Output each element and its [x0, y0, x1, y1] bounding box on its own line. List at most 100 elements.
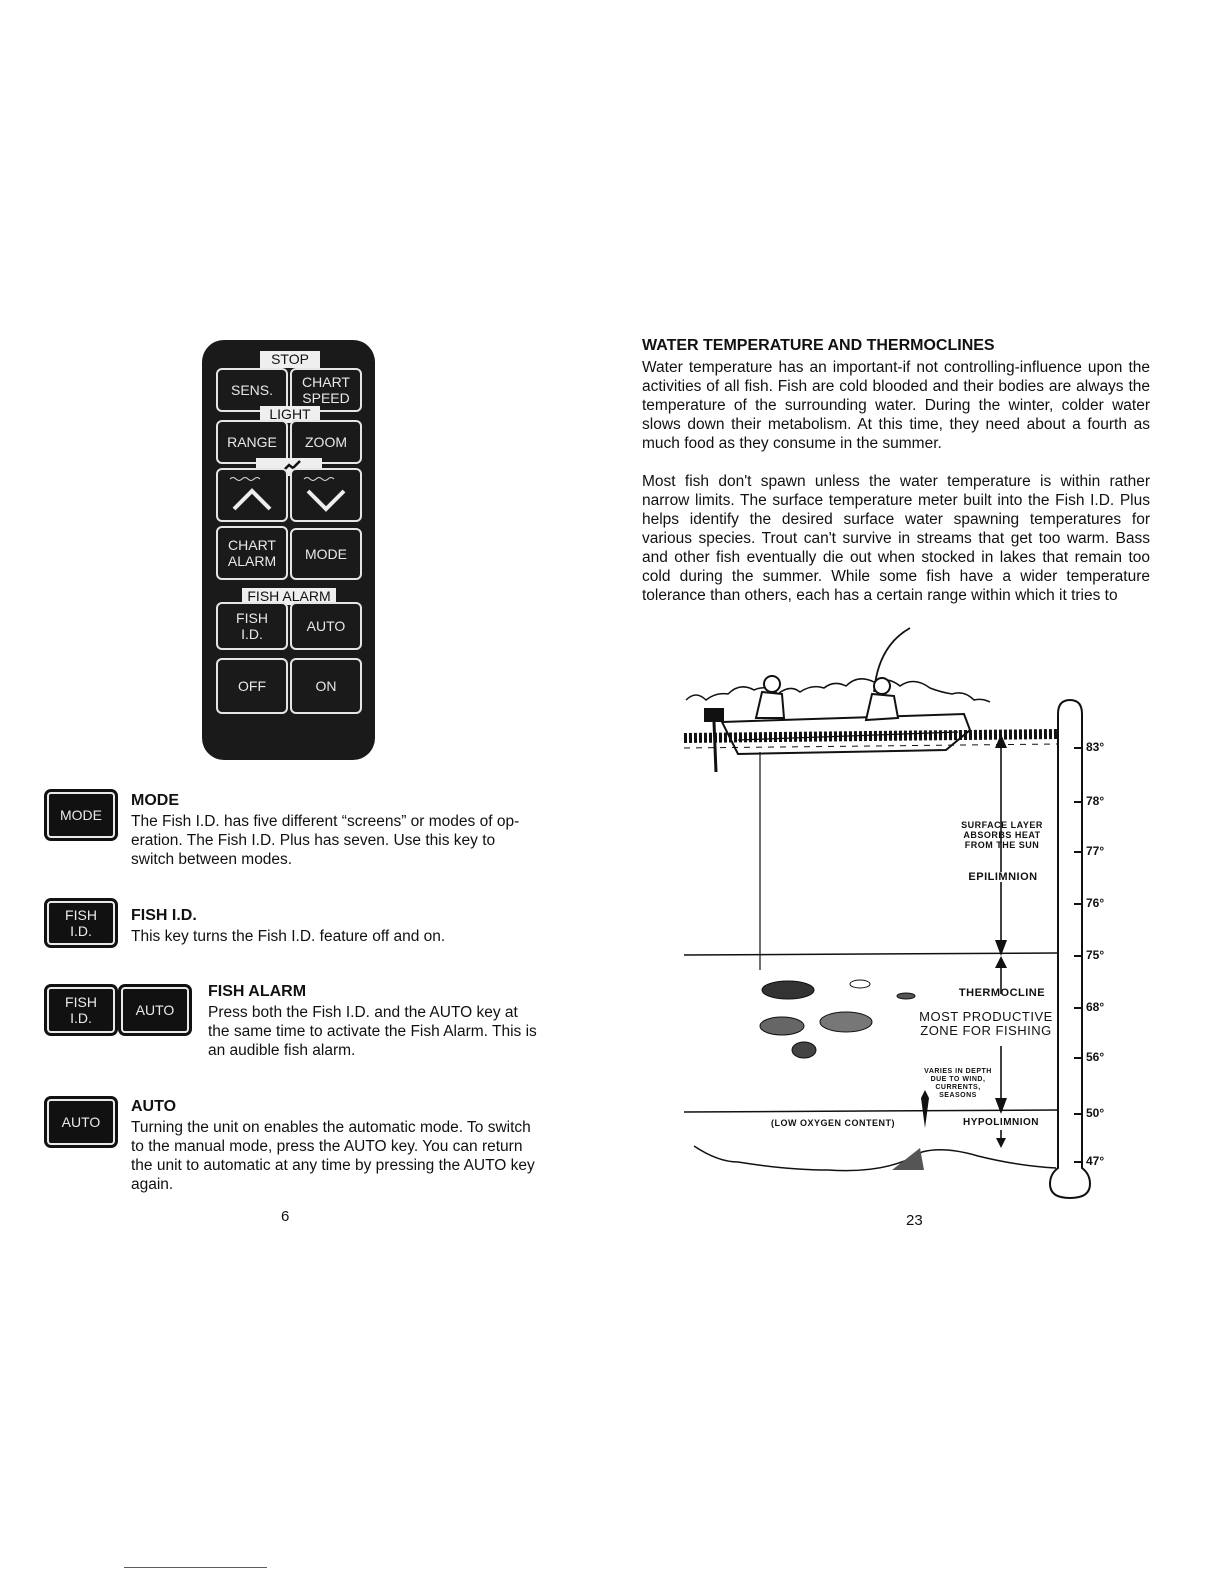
temperature-tick [1074, 747, 1082, 749]
on-key-label: ON [315, 678, 337, 694]
fish-alarm-body-line-3: an audible fish alarm. [208, 1042, 356, 1059]
light-label: LIGHT [260, 406, 320, 423]
mode-key-icon-label: MODE [60, 807, 102, 823]
fish-alarm-section-title: FISH ALARM [208, 983, 307, 1000]
auto-key-label: AUTO [306, 618, 346, 634]
zoom-key: ZOOM [290, 420, 362, 464]
epilimnion-label: EPILIMNION [958, 872, 1048, 883]
temperature-tick [1074, 851, 1082, 853]
temperature-tick [1074, 1057, 1082, 1059]
up-arrow-icon [229, 477, 272, 511]
mode-body-line-2: eration. The Fish I.D. Plus has seven. U… [131, 832, 496, 849]
temperature-label: 78° [1086, 794, 1105, 808]
right-section-title: WATER TEMPERATURE AND THERMOCLINES [642, 337, 995, 354]
auto-section-title: AUTO [131, 1098, 177, 1115]
range-key: RANGE [216, 420, 288, 464]
stop-label: STOP [260, 351, 320, 368]
temperature-label: 56° [1086, 1050, 1105, 1064]
varies-label: VARIES IN DEPTH DUE TO WIND, CURRENTS, S… [910, 1068, 1006, 1100]
fish-id-body-line-1: This key turns the Fish I.D. feature off… [131, 928, 446, 945]
productive-zone-line-1: MOST PRODUCTIVE [919, 1009, 1053, 1024]
fish-id-line-2: I.D. [241, 626, 263, 642]
mode-section-body: The Fish I.D. has five different “screen… [131, 812, 561, 869]
thermocline-label: THERMOCLINE [958, 987, 1046, 999]
temperature-label: 75° [1086, 948, 1105, 962]
surface-layer-line-1: SURFACE LAYER [961, 820, 1043, 830]
surface-layer-line-2: ABSORBS HEAT [963, 830, 1041, 840]
right-paragraph-1: Water temperature has an important-if no… [642, 359, 1150, 452]
fish-id-section-title: FISH I.D. [131, 907, 197, 924]
fish-alarm-fish-id-key-icon: FISH I.D. [44, 984, 118, 1036]
fish-icon [849, 979, 871, 989]
temperature-label: 83° [1086, 740, 1105, 754]
fish-alarm-auto-key-icon: AUTO [118, 984, 192, 1036]
outboard-motor [704, 708, 724, 722]
fisherman-right [873, 677, 891, 695]
fish-alarm-icon1-line-2: I.D. [70, 1010, 92, 1026]
thermometer [1048, 698, 1092, 1200]
mode-key-icon: MODE [44, 789, 118, 841]
fish-id-icon-line-1: FISH [65, 907, 97, 923]
fish-id-icon-line-2: I.D. [70, 923, 92, 939]
mode-section-title: MODE [131, 792, 179, 809]
surface-layer-label: SURFACE LAYER ABSORBS HEAT FROM THE SUN [940, 820, 1064, 850]
mode-body-line-3: switch between modes. [131, 851, 293, 868]
mode-key-label: MODE [305, 546, 347, 562]
zoom-key-label: ZOOM [305, 434, 347, 450]
temperature-label: 50° [1086, 1106, 1105, 1120]
temperature-tick [1074, 955, 1082, 957]
sens-key: SENS. [216, 368, 288, 412]
temperature-tick [1074, 1113, 1082, 1115]
auto-section-body: Turning the unit on enables the automati… [131, 1118, 571, 1194]
auto-body-line-3: the unit to automatic at any time by pre… [131, 1157, 535, 1174]
on-key: ON [290, 658, 362, 714]
varies-line-3: CURRENTS, [935, 1084, 981, 1091]
varies-line-4: SEASONS [939, 1092, 977, 1099]
sens-key-label: SENS. [230, 382, 273, 398]
fisherman-left [763, 675, 781, 693]
chart-alarm-key: CHART ALARM [216, 526, 288, 580]
shoreline [685, 678, 991, 703]
down-arrow-icon [303, 477, 346, 512]
low-oxygen-label: (LOW OXYGEN CONTENT) [771, 1118, 895, 1128]
auto-body-line-4: again. [131, 1176, 174, 1193]
fish-alarm-icon1-line-1: FISH [65, 994, 97, 1010]
range-key-label: RANGE [227, 434, 277, 450]
temperature-tick [1074, 801, 1082, 803]
fish-icon [759, 1016, 805, 1036]
off-key: OFF [216, 658, 288, 714]
chart-speed-line-2: SPEED [302, 390, 350, 406]
fish-alarm-body-line-2: the same time to activate the Fish Alarm… [208, 1023, 537, 1040]
hypolimnion-label: HYPOLIMNION [962, 1117, 1040, 1128]
chart-speed-line-1: CHART [302, 374, 350, 390]
auto-key: AUTO [290, 602, 362, 650]
up-arrow-key [216, 468, 288, 522]
temperature-label: 47° [1086, 1154, 1105, 1168]
temperature-tick [1074, 1007, 1082, 1009]
temperature-label: 68° [1086, 1000, 1105, 1014]
thermocline-drawing [683, 627, 1092, 1200]
chart-alarm-line-2: ALARM [227, 553, 277, 569]
fish-id-section-body: This key turns the Fish I.D. feature off… [131, 927, 561, 946]
chart-alarm-line-1: CHART [228, 537, 276, 553]
left-page-number: 6 [281, 1208, 290, 1225]
fish-id-key-icon: FISH I.D. [44, 898, 118, 948]
fish-alarm-label: FISH ALARM [242, 588, 336, 605]
temperature-label: 76° [1086, 896, 1105, 910]
fish-id-line-1: FISH [236, 610, 268, 626]
surface-layer-line-3: FROM THE SUN [964, 840, 1040, 850]
thermocline-lower-line [683, 1109, 1059, 1113]
footer-link-underline [124, 1567, 267, 1568]
right-page-number: 23 [906, 1212, 923, 1229]
fish-alarm-section-body: Press both the Fish I.D. and the AUTO ke… [208, 1003, 568, 1060]
fish-icon [761, 980, 815, 1000]
right-paragraph-2: Most fish don't spawn unless the water t… [642, 473, 1150, 604]
productive-zone-line-2: ZONE FOR FISHING [920, 1023, 1052, 1038]
keypad-illustration: STOP SENS. CHART SPEED LIGHT RANGE ZOOM … [202, 340, 375, 760]
auto-key-icon-label: AUTO [61, 1114, 101, 1130]
varies-line-2: DUE TO WIND, [930, 1076, 986, 1083]
fish-icon [791, 1041, 817, 1059]
temperature-label: 77° [1086, 844, 1105, 858]
auto-body-line-2: to the manual mode, press the AUTO key. … [131, 1138, 523, 1155]
temperature-tick [1074, 903, 1082, 905]
